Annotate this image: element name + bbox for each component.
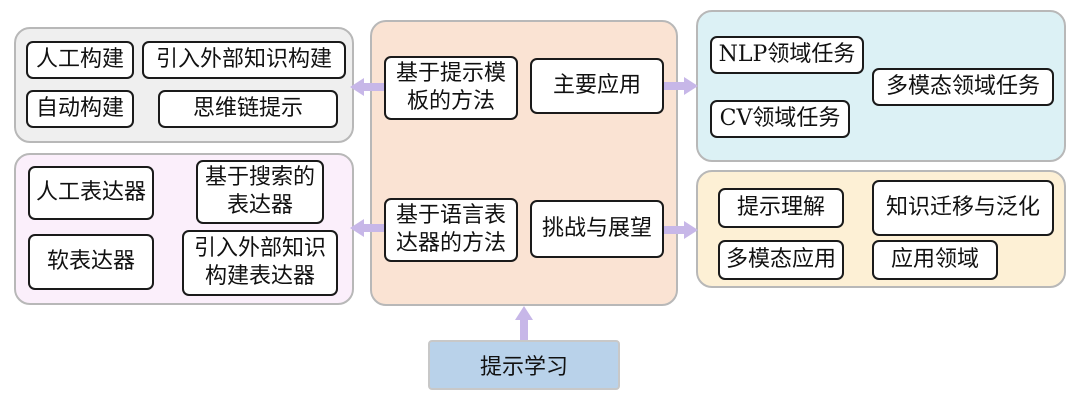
verbalizer-method-box: 基于语言表 达器的方法 (384, 198, 518, 262)
cv-tasks-box: CV领域任务 (710, 100, 850, 138)
search-verbalizer-line2: 表达器 (226, 193, 293, 218)
verbalizer-method-line1: 基于语言表 (395, 203, 506, 228)
external-verbalizer-box: 引入外部知识 构建表达器 (182, 230, 338, 296)
search-verbalizer-line1: 基于搜索的 (204, 165, 315, 190)
left-arrow-bottom (350, 219, 384, 237)
right-arrow-top (664, 77, 698, 95)
multimodal-tasks-box: 多模态领域任务 (872, 68, 1054, 106)
prompt-template-line1: 基于提示模 (395, 61, 506, 86)
chain-of-thought-box: 思维链提示 (158, 90, 338, 128)
nlp-tasks-box: NLP领域任务 (710, 36, 864, 74)
main-applications-box: 主要应用 (530, 58, 664, 114)
knowledge-transfer-box: 知识迁移与泛化 (872, 180, 1054, 236)
prompt-learning-root-box: 提示学习 (428, 340, 620, 390)
search-verbalizer-box: 基于搜索的 表达器 (196, 160, 324, 224)
verbalizer-method-line2: 达器的方法 (395, 231, 506, 256)
soft-verbalizer-box: 软表达器 (28, 234, 154, 290)
manual-verbalizer-box: 人工表达器 (28, 166, 154, 220)
manual-construction-box: 人工构建 (26, 41, 134, 79)
external-verbalizer-line1: 引入外部知识 (193, 236, 326, 261)
up-arrow-root (515, 306, 533, 340)
external-verbalizer-line2: 构建表达器 (204, 264, 315, 289)
prompt-understanding-box: 提示理解 (718, 188, 844, 228)
prompt-template-method-box: 基于提示模 板的方法 (384, 56, 518, 120)
right-arrow-bottom (664, 221, 698, 239)
automatic-construction-box: 自动构建 (26, 90, 134, 128)
application-domains-box: 应用领域 (872, 240, 998, 280)
external-knowledge-construction-box: 引入外部知识构建 (142, 41, 346, 79)
left-arrow-top (350, 78, 384, 96)
challenges-outlook-box: 挑战与展望 (530, 200, 664, 258)
prompt-template-line2: 板的方法 (406, 89, 495, 114)
multimodal-application-box: 多模态应用 (718, 240, 844, 280)
